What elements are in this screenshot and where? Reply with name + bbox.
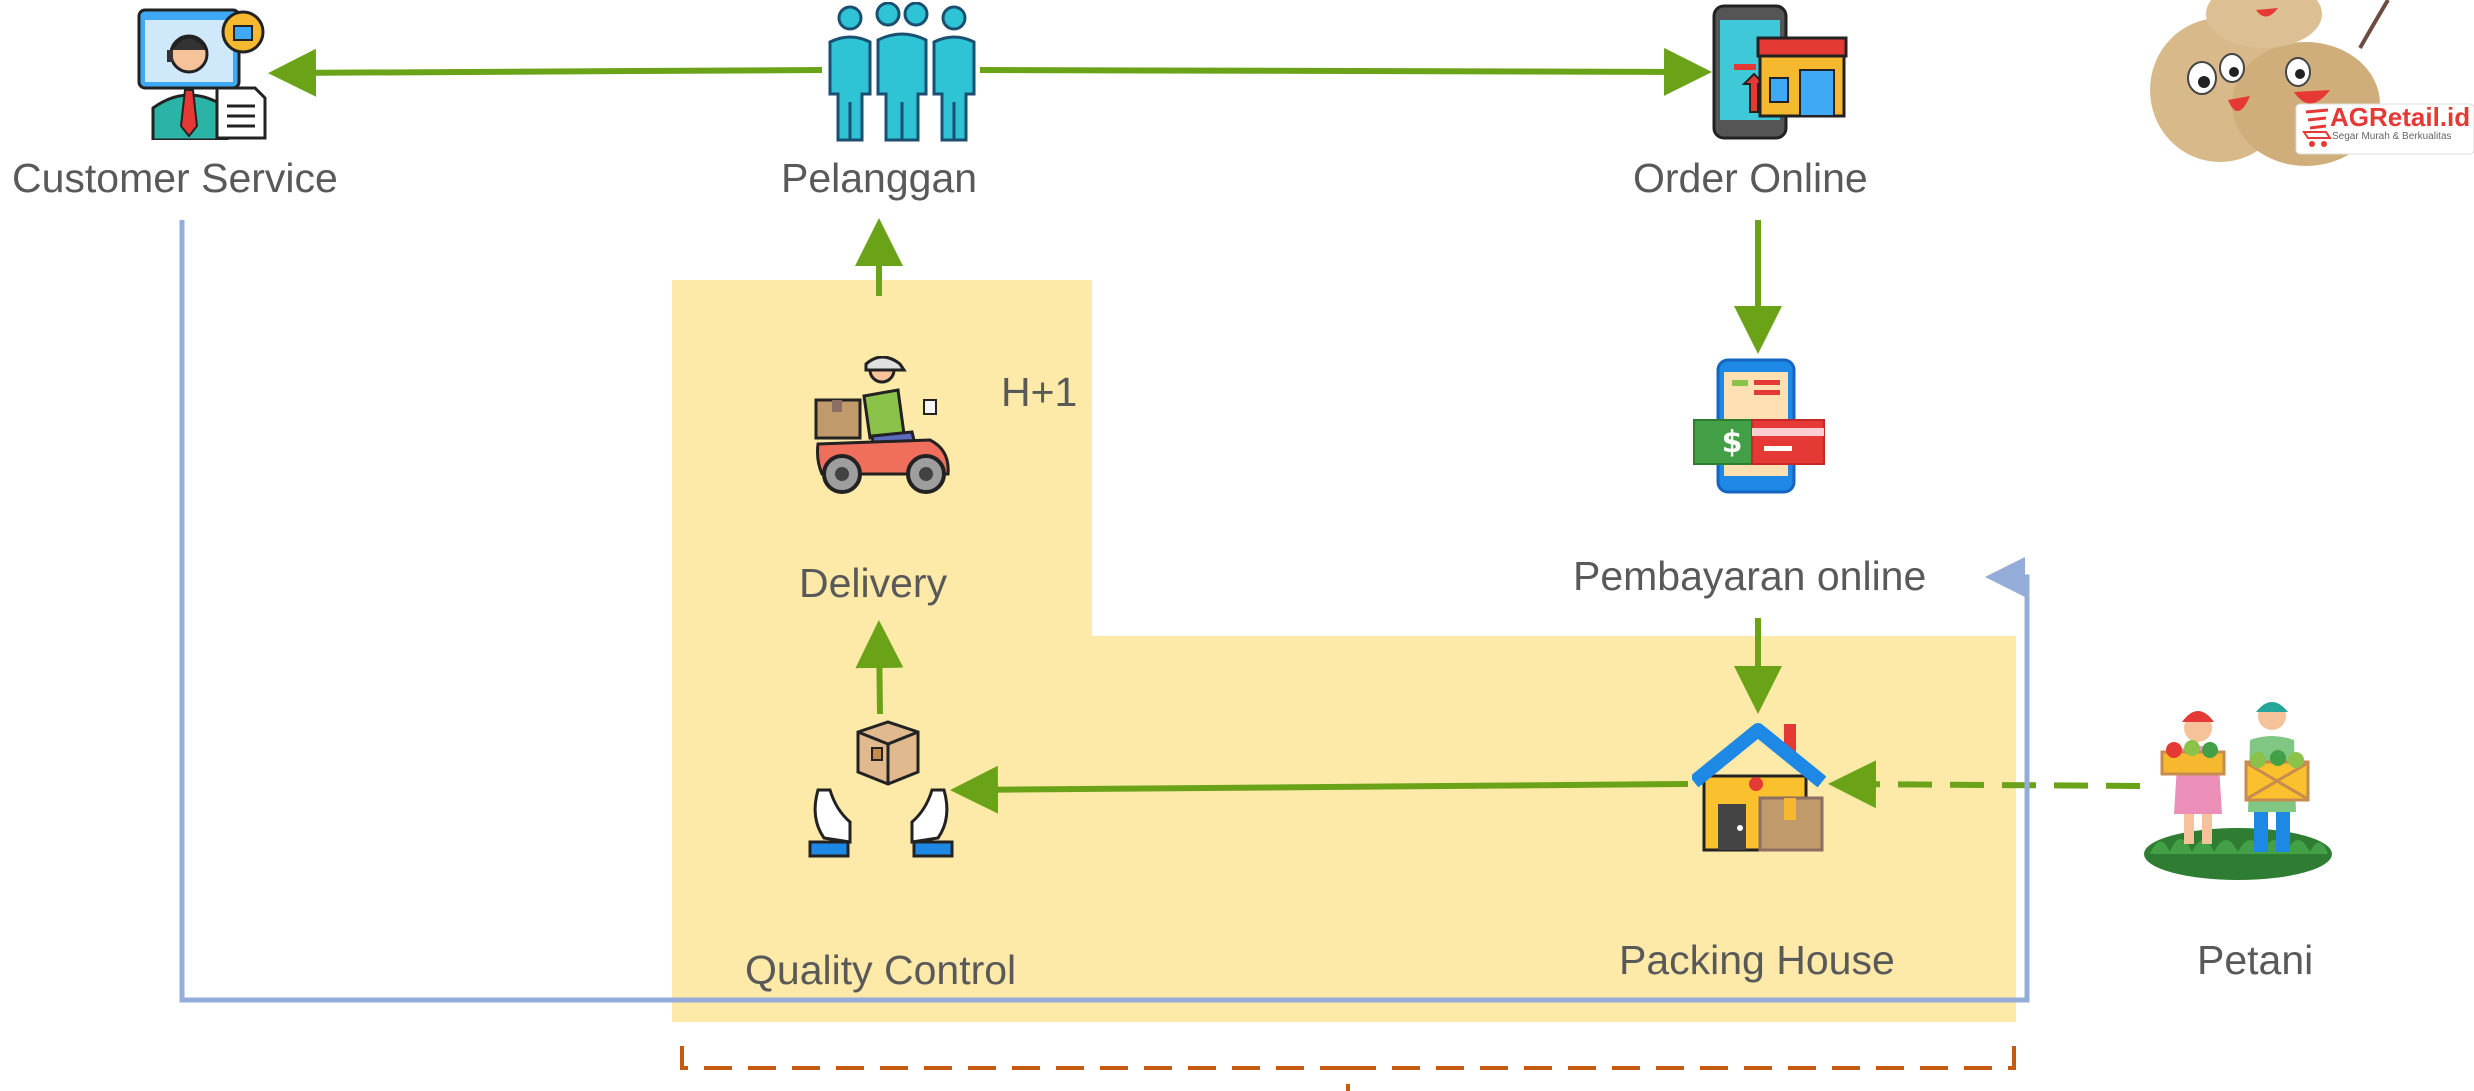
- package-in-hands-icon: [808, 720, 954, 858]
- online-store-phone-icon: [1712, 4, 1848, 140]
- delivery-label: Delivery: [799, 560, 948, 606]
- order-online-label: Order Online: [1633, 155, 1868, 201]
- customers-group-icon: [828, 2, 976, 142]
- packing-house-icon: [1692, 723, 1826, 852]
- mobile-payment-icon: $: [1693, 358, 1825, 494]
- pelanggan-label: Pelanggan: [781, 155, 978, 201]
- quality-control-label: Quality Control: [745, 947, 1017, 993]
- logo-tagline-text: Segar Murah & Berkualitas: [2332, 131, 2452, 142]
- packing-house-label: Packing House: [1619, 937, 1895, 983]
- delivery-scooter-icon: [814, 356, 950, 494]
- petani-label: Petani: [2197, 937, 2314, 983]
- customer-service-agent-icon: [137, 8, 267, 140]
- potato-mascot-logo: [2150, 0, 2474, 166]
- process-brace: [680, 1046, 2016, 1091]
- process-area: [672, 280, 2016, 1022]
- arrow-packing-to-quality-control: [950, 765, 1689, 814]
- arrow-quality-control-to-delivery: [855, 620, 904, 715]
- agretail-logo: AGRetail.id Segar Murah & Berkualitas: [2140, 0, 2474, 168]
- farmers-icon: [2144, 702, 2332, 880]
- logo-brand-text: AGRetail.id: [2330, 102, 2471, 132]
- arrow-pelanggan-to-customer-service: [268, 48, 823, 97]
- pembayaran-online-label: Pembayaran online: [1573, 553, 1927, 599]
- svg-text:$: $: [1722, 425, 1743, 460]
- feedback-line-customer-service-to-payment: [179, 220, 2030, 1003]
- customer-service-label: Customer Service: [12, 155, 338, 201]
- delivery-time-annotation: H+1: [1001, 369, 1078, 415]
- arrow-pelanggan-to-order-online: [979, 47, 1712, 96]
